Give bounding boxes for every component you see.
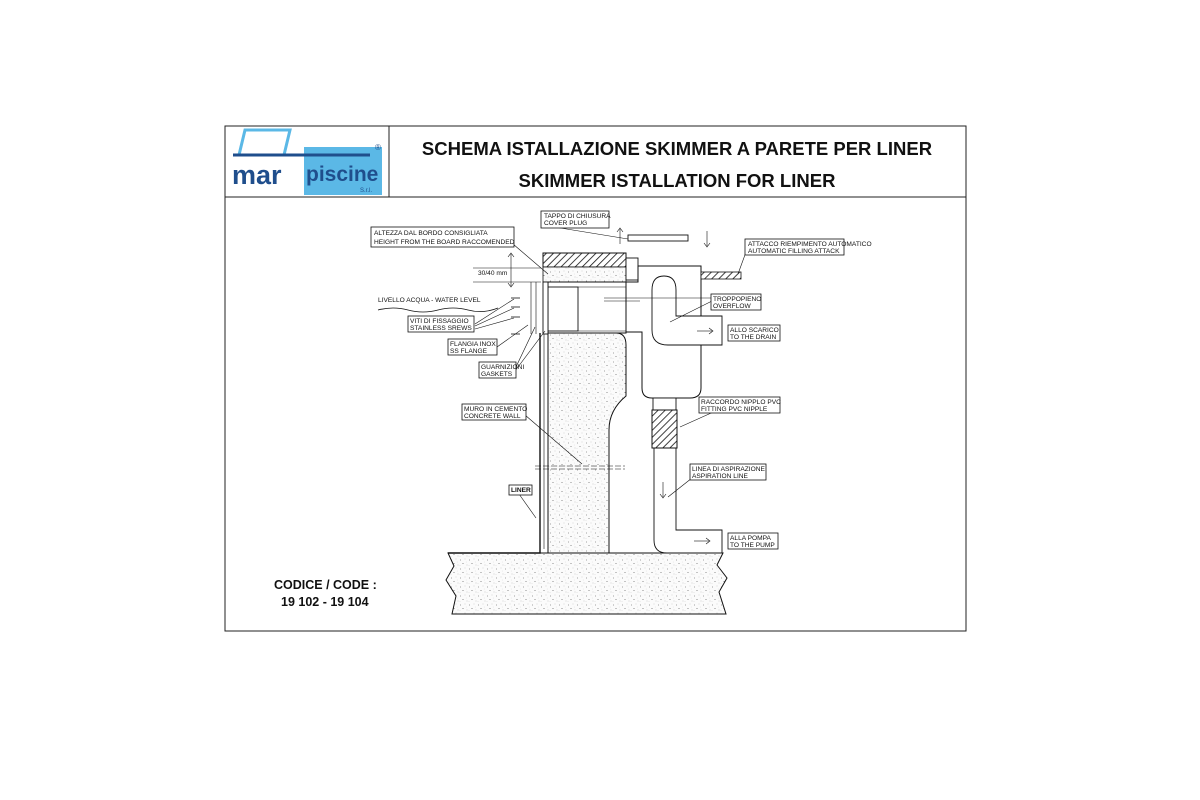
auto-fill-en: AUTOMATIC FILLING ATTACK	[748, 248, 840, 255]
skimmer-flange	[542, 281, 549, 335]
liner-label: LINER	[511, 487, 531, 494]
overflow-it: TROPPOPIENO	[713, 296, 761, 303]
aspiration-arrow-head	[659, 493, 667, 499]
nipple-it: RACCORDO NIPPLO PVC	[701, 399, 781, 406]
water-level-line	[377, 307, 499, 313]
flange-it: FLANGIA INOX	[450, 341, 496, 348]
aspiration-it: LINEA DI ASPIRAZIONE	[692, 466, 766, 473]
pump-en: TO THE PUMP	[730, 542, 775, 549]
dimension-label: 30/40 mm	[478, 270, 508, 277]
nipple-en: FITTING PVC NIPPLE	[701, 406, 768, 413]
aspiration-pipe	[653, 447, 723, 554]
skimmer-mouth	[547, 286, 579, 332]
title-italian: SCHEMA ISTALLAZIONE SKIMMER A PARETE PER…	[422, 138, 932, 159]
callout-cover-plug: TAPPO DI CHIUSURA COVER PLUG	[540, 210, 611, 229]
nipple-fitting	[651, 409, 678, 449]
water-level-label: LIVELLO ACQUA - WATER LEVEL	[378, 297, 481, 304]
pipe-stub	[652, 397, 677, 411]
company-logo: mar piscine S.r.l. ®	[231, 128, 384, 195]
drain-it: ALLO SCARICO	[730, 327, 779, 334]
product-code-label: CODICE / CODE :	[274, 578, 377, 592]
callout-auto-fill: ATTACCO RIEMPIMENTO AUTOMATICO AUTOMATIC…	[744, 238, 872, 256]
callout-concrete-wall: MURO IN CEMENTO CONCRETE WALL	[461, 403, 527, 421]
concrete-wall	[547, 332, 627, 554]
auto-fill-it: ATTACCO RIEMPIMENTO AUTOMATICO	[748, 241, 872, 248]
callout-flange: FLANGIA INOX SS FLANGE	[447, 338, 498, 356]
logo-brand-left: mar	[232, 160, 282, 190]
gasket-lines	[530, 282, 537, 334]
pump-arrow-head	[705, 537, 711, 545]
cover-plug-arrow-down-head	[703, 242, 711, 248]
callout-aspiration: LINEA DI ASPIRAZIONE ASPIRATION LINE	[689, 463, 767, 481]
logo-pool-mark-icon	[237, 128, 292, 156]
ground-slab	[445, 552, 728, 615]
logo-brand-right: piscine	[306, 163, 378, 186]
coping-lip	[625, 257, 639, 281]
liner-line	[448, 333, 541, 554]
dimension-arrow-head-top	[507, 252, 515, 258]
callout-drain: ALLO SCARICO TO THE DRAIN	[727, 324, 781, 342]
callout-overflow: TROPPOPIENO OVERFLOW	[710, 293, 762, 311]
cover-plug	[627, 234, 689, 242]
auto-fill-pipe	[700, 271, 742, 280]
screws-it: VITI DI FISSAGGIO	[410, 318, 469, 325]
coping-base	[542, 266, 627, 283]
drain-en: TO THE DRAIN	[730, 334, 777, 341]
drain-arrow-head	[708, 327, 714, 335]
concrete-en: CONCRETE WALL	[464, 413, 521, 420]
edge-height-it: ALTEZZA DAL BORDO CONSIGLIATA	[374, 230, 488, 237]
overflow-pipe	[651, 275, 723, 346]
flange-en: SS FLANGE	[450, 348, 488, 355]
coping-hatched	[542, 252, 627, 268]
callout-screws: VITI DI FISSAGGIO STAINLESS SREWS	[407, 315, 475, 333]
title-english: SKIMMER ISTALLATION FOR LINER	[519, 170, 836, 191]
callout-gaskets: GUARNIZIONI GASKETS	[478, 361, 524, 379]
pump-it: ALLA POMPA	[730, 535, 772, 542]
callout-pump: ALLA POMPA TO THE PUMP	[727, 532, 779, 550]
cover-plug-arrow-up-head	[616, 227, 624, 233]
gaskets-en: GASKETS	[481, 371, 513, 378]
cover-plug-en: COVER PLUG	[544, 220, 587, 227]
callout-nipple: RACCORDO NIPPLO PVC FITTING PVC NIPPLE	[698, 396, 781, 414]
edge-height-en: HEIGHT FROM THE BOARD RACCOMENDED	[374, 239, 515, 246]
callout-edge-height: ALTEZZA DAL BORDO CONSIGLIATA HEIGHT FRO…	[370, 226, 515, 248]
callout-liner: LINER	[508, 484, 533, 496]
logo-suffix: S.r.l.	[360, 188, 372, 194]
dimension-arrow-head-bottom	[507, 282, 515, 288]
concrete-it: MURO IN CEMENTO	[464, 406, 527, 413]
gaskets-it: GUARNIZIONI	[481, 364, 524, 371]
overflow-en: OVERFLOW	[713, 303, 752, 310]
cover-plug-it: TAPPO DI CHIUSURA	[544, 213, 611, 220]
logo-registered: ®	[375, 143, 381, 152]
screws-en: STAINLESS SREWS	[410, 325, 472, 332]
product-code-value: 19 102 - 19 104	[281, 595, 369, 609]
aspiration-en: ASPIRATION LINE	[692, 473, 749, 480]
